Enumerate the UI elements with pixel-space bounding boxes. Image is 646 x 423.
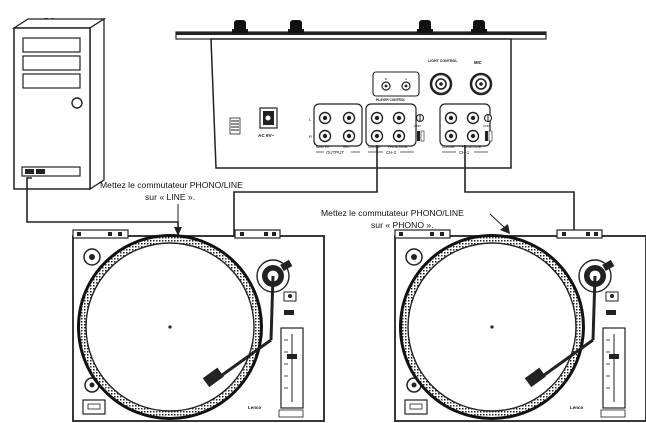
knob-icon (417, 20, 433, 33)
pointer-arrow-icon (174, 204, 182, 236)
svg-text:CD/LINE: CD/LINE (442, 145, 455, 149)
cable-ch2-to-left-turntable (233, 145, 378, 236)
svg-text:PLAYER CONTROL: PLAYER CONTROL (376, 98, 405, 102)
ch1-ground: GND (483, 113, 493, 142)
power-button-icon (71, 97, 83, 109)
svg-text:PHONO/LINE: PHONO/LINE (462, 145, 482, 149)
annotation-right-line1: Mettez le commutateur PHONO/LINE (321, 208, 464, 218)
cartridge-icon (202, 367, 224, 388)
player-control-jacks: B A PLAYER CONTROL (372, 71, 420, 102)
cartridge-icon (524, 367, 546, 388)
svg-text:MASTER: MASTER (316, 145, 330, 149)
svg-text:A: A (405, 77, 407, 81)
svg-text:GND: GND (483, 124, 491, 128)
cable-ch1-to-right-turntable (464, 145, 575, 236)
svg-text:REC: REC (343, 145, 350, 149)
svg-text:L: L (309, 117, 312, 122)
ch2-jacks: CD/LINE PHONO/LINE CH-2 (365, 103, 417, 155)
annotation-left-line1: Mettez le commutateur PHONO/LINE (100, 180, 243, 190)
knob-icon (232, 20, 248, 33)
mixer: AC 9V~ L R MASTER REC OUTPUT (175, 20, 547, 169)
svg-text:B: B (385, 77, 387, 81)
knob-icon (471, 20, 487, 33)
spindle-icon (168, 325, 172, 329)
ch2-ground: GND (414, 113, 425, 142)
svg-text:PHONO/LINE: PHONO/LINE (388, 145, 408, 149)
brand-label: Lenco (248, 405, 262, 410)
svg-text:LIGHT CONTROL: LIGHT CONTROL (428, 59, 458, 63)
turntable-left: Lenco (72, 229, 325, 422)
annotation-right-line2: sur « PHONO ». (371, 220, 434, 230)
turntable-right: Lenco (394, 229, 646, 422)
output-jacks: L R MASTER REC OUTPUT (309, 103, 363, 155)
ch2-label: CH-2 (386, 150, 397, 155)
annotation-left-line2: sur « LINE ». (145, 192, 195, 202)
svg-text:R: R (309, 134, 312, 139)
mic-jack: MIC (469, 60, 493, 96)
drive-bay (22, 37, 81, 53)
drive-bay (22, 73, 81, 89)
pointer-arrow-icon (489, 213, 510, 234)
ch1-jacks: CD/LINE PHONO/LINE CH-1 (439, 103, 491, 155)
vent-grille (229, 117, 241, 135)
svg-text:GND: GND (414, 124, 422, 128)
brand-label: Lenco (570, 405, 584, 410)
ac-label: AC 9V~ (258, 133, 275, 138)
svg-text:MIC: MIC (474, 60, 482, 65)
pc-tower: PC (11, 17, 107, 191)
svg-text:CD/LINE: CD/LINE (368, 145, 381, 149)
light-control-jack: LIGHT CONTROL (428, 59, 458, 96)
output-label: OUTPUT (326, 150, 344, 155)
ac-power-input (259, 107, 278, 129)
knob-icon (288, 20, 304, 33)
spindle-icon (490, 325, 494, 329)
drive-bay (22, 55, 81, 71)
